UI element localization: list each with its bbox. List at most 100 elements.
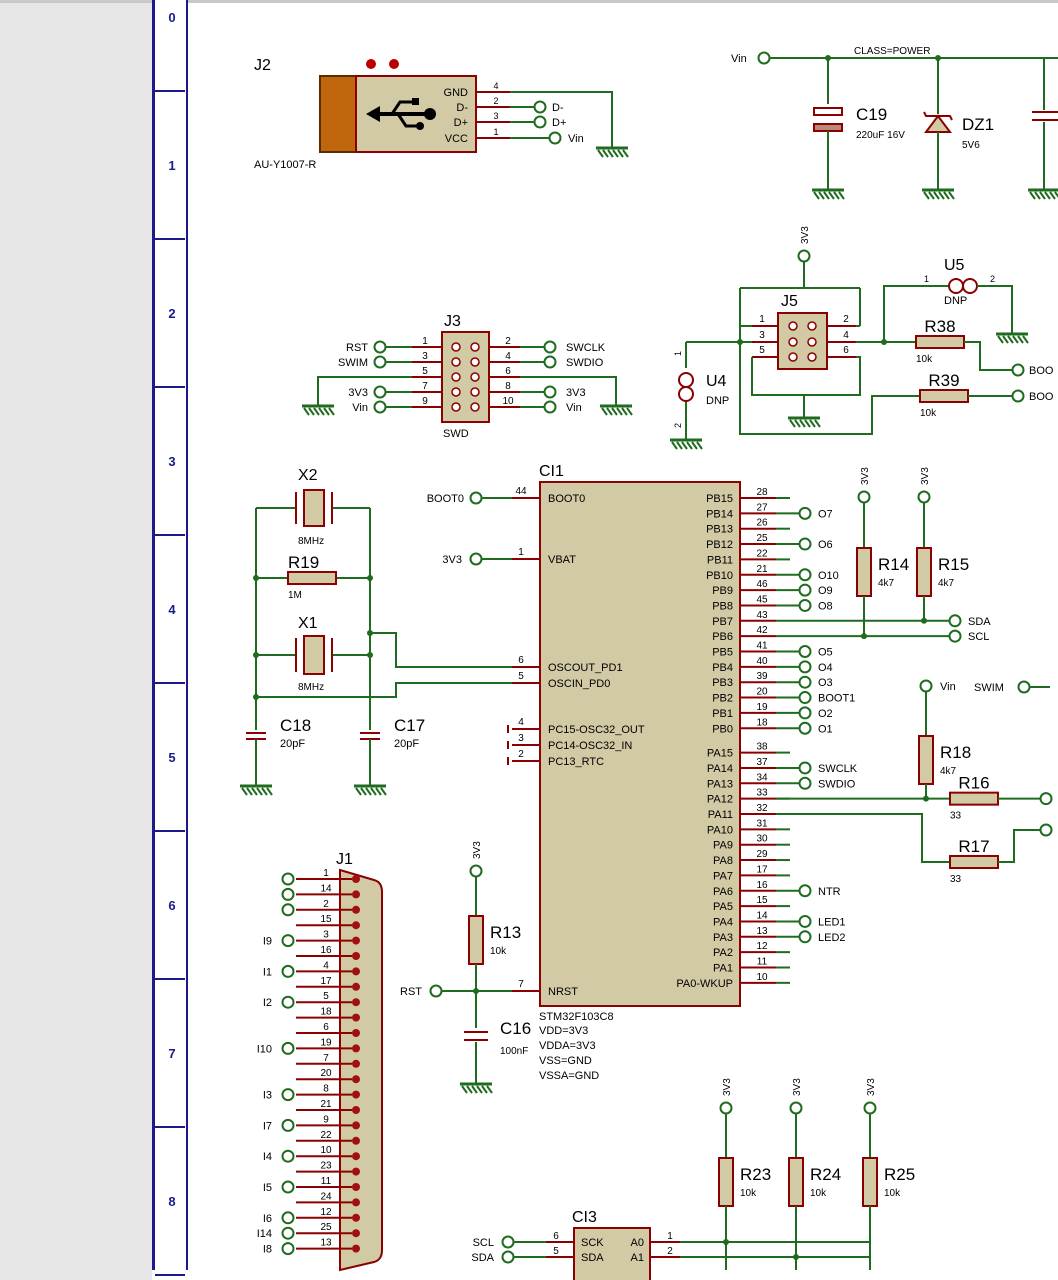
ruler-label: 0 [168,10,176,25]
terminal [469,864,483,878]
ground-hatch [948,191,955,200]
wire [370,632,512,668]
terminal [919,679,933,693]
r39-val: 10k [920,408,937,419]
j1-pin [352,1121,360,1130]
ci1-pin-name: PB6 [712,631,733,643]
ci1-pin-num: 44 [515,486,527,497]
j3-pin-num: 8 [505,381,511,392]
terminal [798,675,812,689]
dz1-val: 5V6 [962,140,980,151]
resistor-body [718,1157,734,1207]
ground-hatch [828,191,835,200]
j1-pin-num: 15 [320,914,332,925]
ruler-tick [155,978,185,980]
terminal [373,400,387,414]
r19-ref: R19 [288,553,319,572]
ci3-pin-name: A0 [631,1237,644,1249]
j1-pin-num: 13 [320,1238,332,1249]
resistor-body [856,547,872,597]
j5-pin-num: 6 [843,345,849,356]
terminal [857,490,871,504]
c17-ref: C17 [394,716,425,735]
j1-pin [352,1244,360,1253]
ci1-pin-num: 4 [518,717,524,728]
r15-val: 4k7 [938,578,955,589]
terminal [281,934,295,948]
net-label: BOOT1 [818,693,855,705]
j1-pin [352,1167,360,1176]
pin-hole [470,372,480,382]
ci1-pin-name: PB1 [712,708,733,720]
j1-pin [352,982,360,991]
terminal [281,1242,295,1256]
net-label: O3 [818,677,833,689]
ci3-pin-num: 6 [553,1231,559,1242]
net-label: I1 [263,966,272,978]
j2-pin-num: 2 [493,96,498,106]
j1-pin-num: 8 [323,1084,329,1095]
ground-hatch [1034,191,1041,200]
r23-val: 10k [740,1188,757,1199]
terminal [501,1250,515,1264]
terminal [543,340,557,354]
ci3-pin-num: 1 [667,1231,673,1242]
wire [998,829,1040,863]
ci1-pin-num: 16 [756,880,768,891]
j3-pin-num: 4 [505,351,511,362]
ground-hatch [251,787,258,796]
r15-ref: R15 [938,555,969,574]
terminal [798,583,812,597]
ci1-pin-num: 5 [518,671,524,682]
c16-val: 100nF [500,1046,528,1057]
net-label: I2 [263,997,272,1009]
terminal [281,872,295,886]
class-label: CLASS=POWER [854,46,930,57]
swim-label: SWIM [974,682,1004,694]
wire [739,342,920,435]
ground-hatch [681,441,688,450]
led-dot [389,59,399,69]
ci1-pin-num: 31 [756,818,768,829]
ci1-pin-name: PB3 [712,677,733,689]
net-label: SWCLK [818,763,858,775]
j1-pin [352,1152,360,1161]
r17-ref: R17 [958,837,989,856]
j1-pin [352,1106,360,1114]
r24-val: 10k [810,1188,827,1199]
pin-hole [451,387,461,397]
ci1-pin-name: PA5 [713,901,733,913]
ci1-pin-name: PB2 [712,693,733,705]
ci1-pin-name: PB4 [712,662,733,674]
terminal [798,914,812,928]
net-label: Vin [940,681,956,693]
junction-dot [723,1239,729,1245]
j3-pin-num: 1 [422,336,428,347]
j2-pin-num: 4 [493,81,498,91]
ruler-tick [155,1126,185,1128]
c18-val: 20pF [280,738,305,750]
ci1-pin-num: 42 [756,625,768,636]
ground-hatch [1039,191,1046,200]
ci1-pin-num: 3 [518,733,524,744]
net-label: I9 [263,936,272,948]
r19-val: 1M [288,590,302,601]
pin-hole [807,321,817,331]
ruler-tick [155,830,185,832]
r14-net: 3V3 [860,467,871,485]
u5-pin: 2 [990,274,995,284]
j1-body [339,868,383,1272]
ci1-pin-name: PA9 [713,840,733,852]
usb-icon [416,122,424,130]
ruler-tick [155,1274,185,1276]
j1-pin-num: 4 [323,960,329,971]
ground-hatch [461,1085,468,1094]
top-edge [0,0,1058,3]
xtal-body [303,489,325,527]
j1-pin-num: 21 [320,1099,332,1110]
ci1-pin-name: PA4 [713,916,733,928]
x1-ref: X1 [298,615,318,632]
u5-val: DNP [944,295,967,307]
j1-pin [352,1044,360,1053]
